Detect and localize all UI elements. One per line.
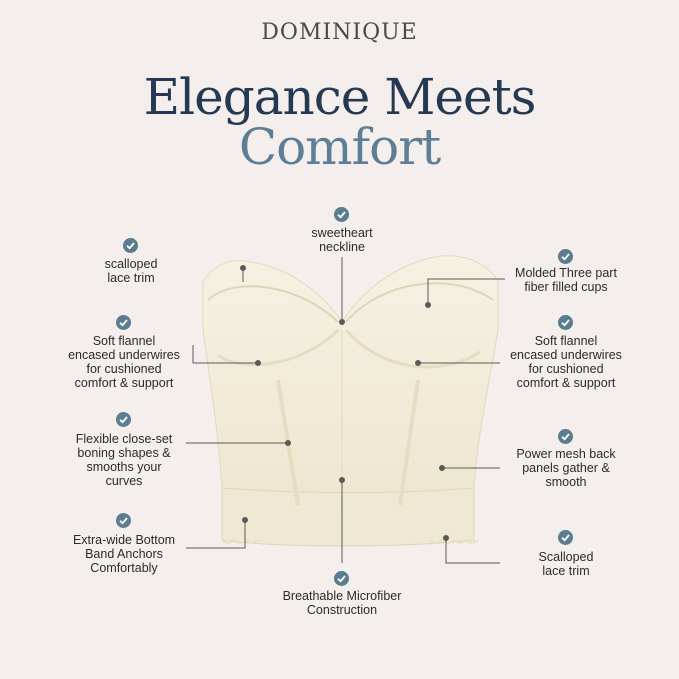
- lace-edge: [221, 538, 479, 544]
- check-icon: [116, 315, 131, 330]
- check-icon: [558, 249, 573, 264]
- headline-line-2: Comfort: [238, 118, 441, 176]
- check-icon: [116, 412, 131, 427]
- check-icon: [558, 429, 573, 444]
- right-underwire: [344, 329, 481, 369]
- check-icon: [558, 315, 573, 330]
- boning-right: [398, 379, 420, 506]
- left-cup-seam: [207, 285, 339, 323]
- right-cup-seam: [345, 282, 494, 323]
- bottom-band: [221, 487, 475, 547]
- check-icon: [123, 238, 138, 253]
- left-underwire: [217, 328, 340, 367]
- check-icon: [334, 571, 349, 586]
- brand-logo: DOMINIQUE: [261, 20, 418, 45]
- check-icon: [116, 513, 131, 528]
- headline-line-1: Elegance Meets: [143, 68, 537, 126]
- check-icon: [558, 530, 573, 545]
- check-icon: [334, 207, 349, 222]
